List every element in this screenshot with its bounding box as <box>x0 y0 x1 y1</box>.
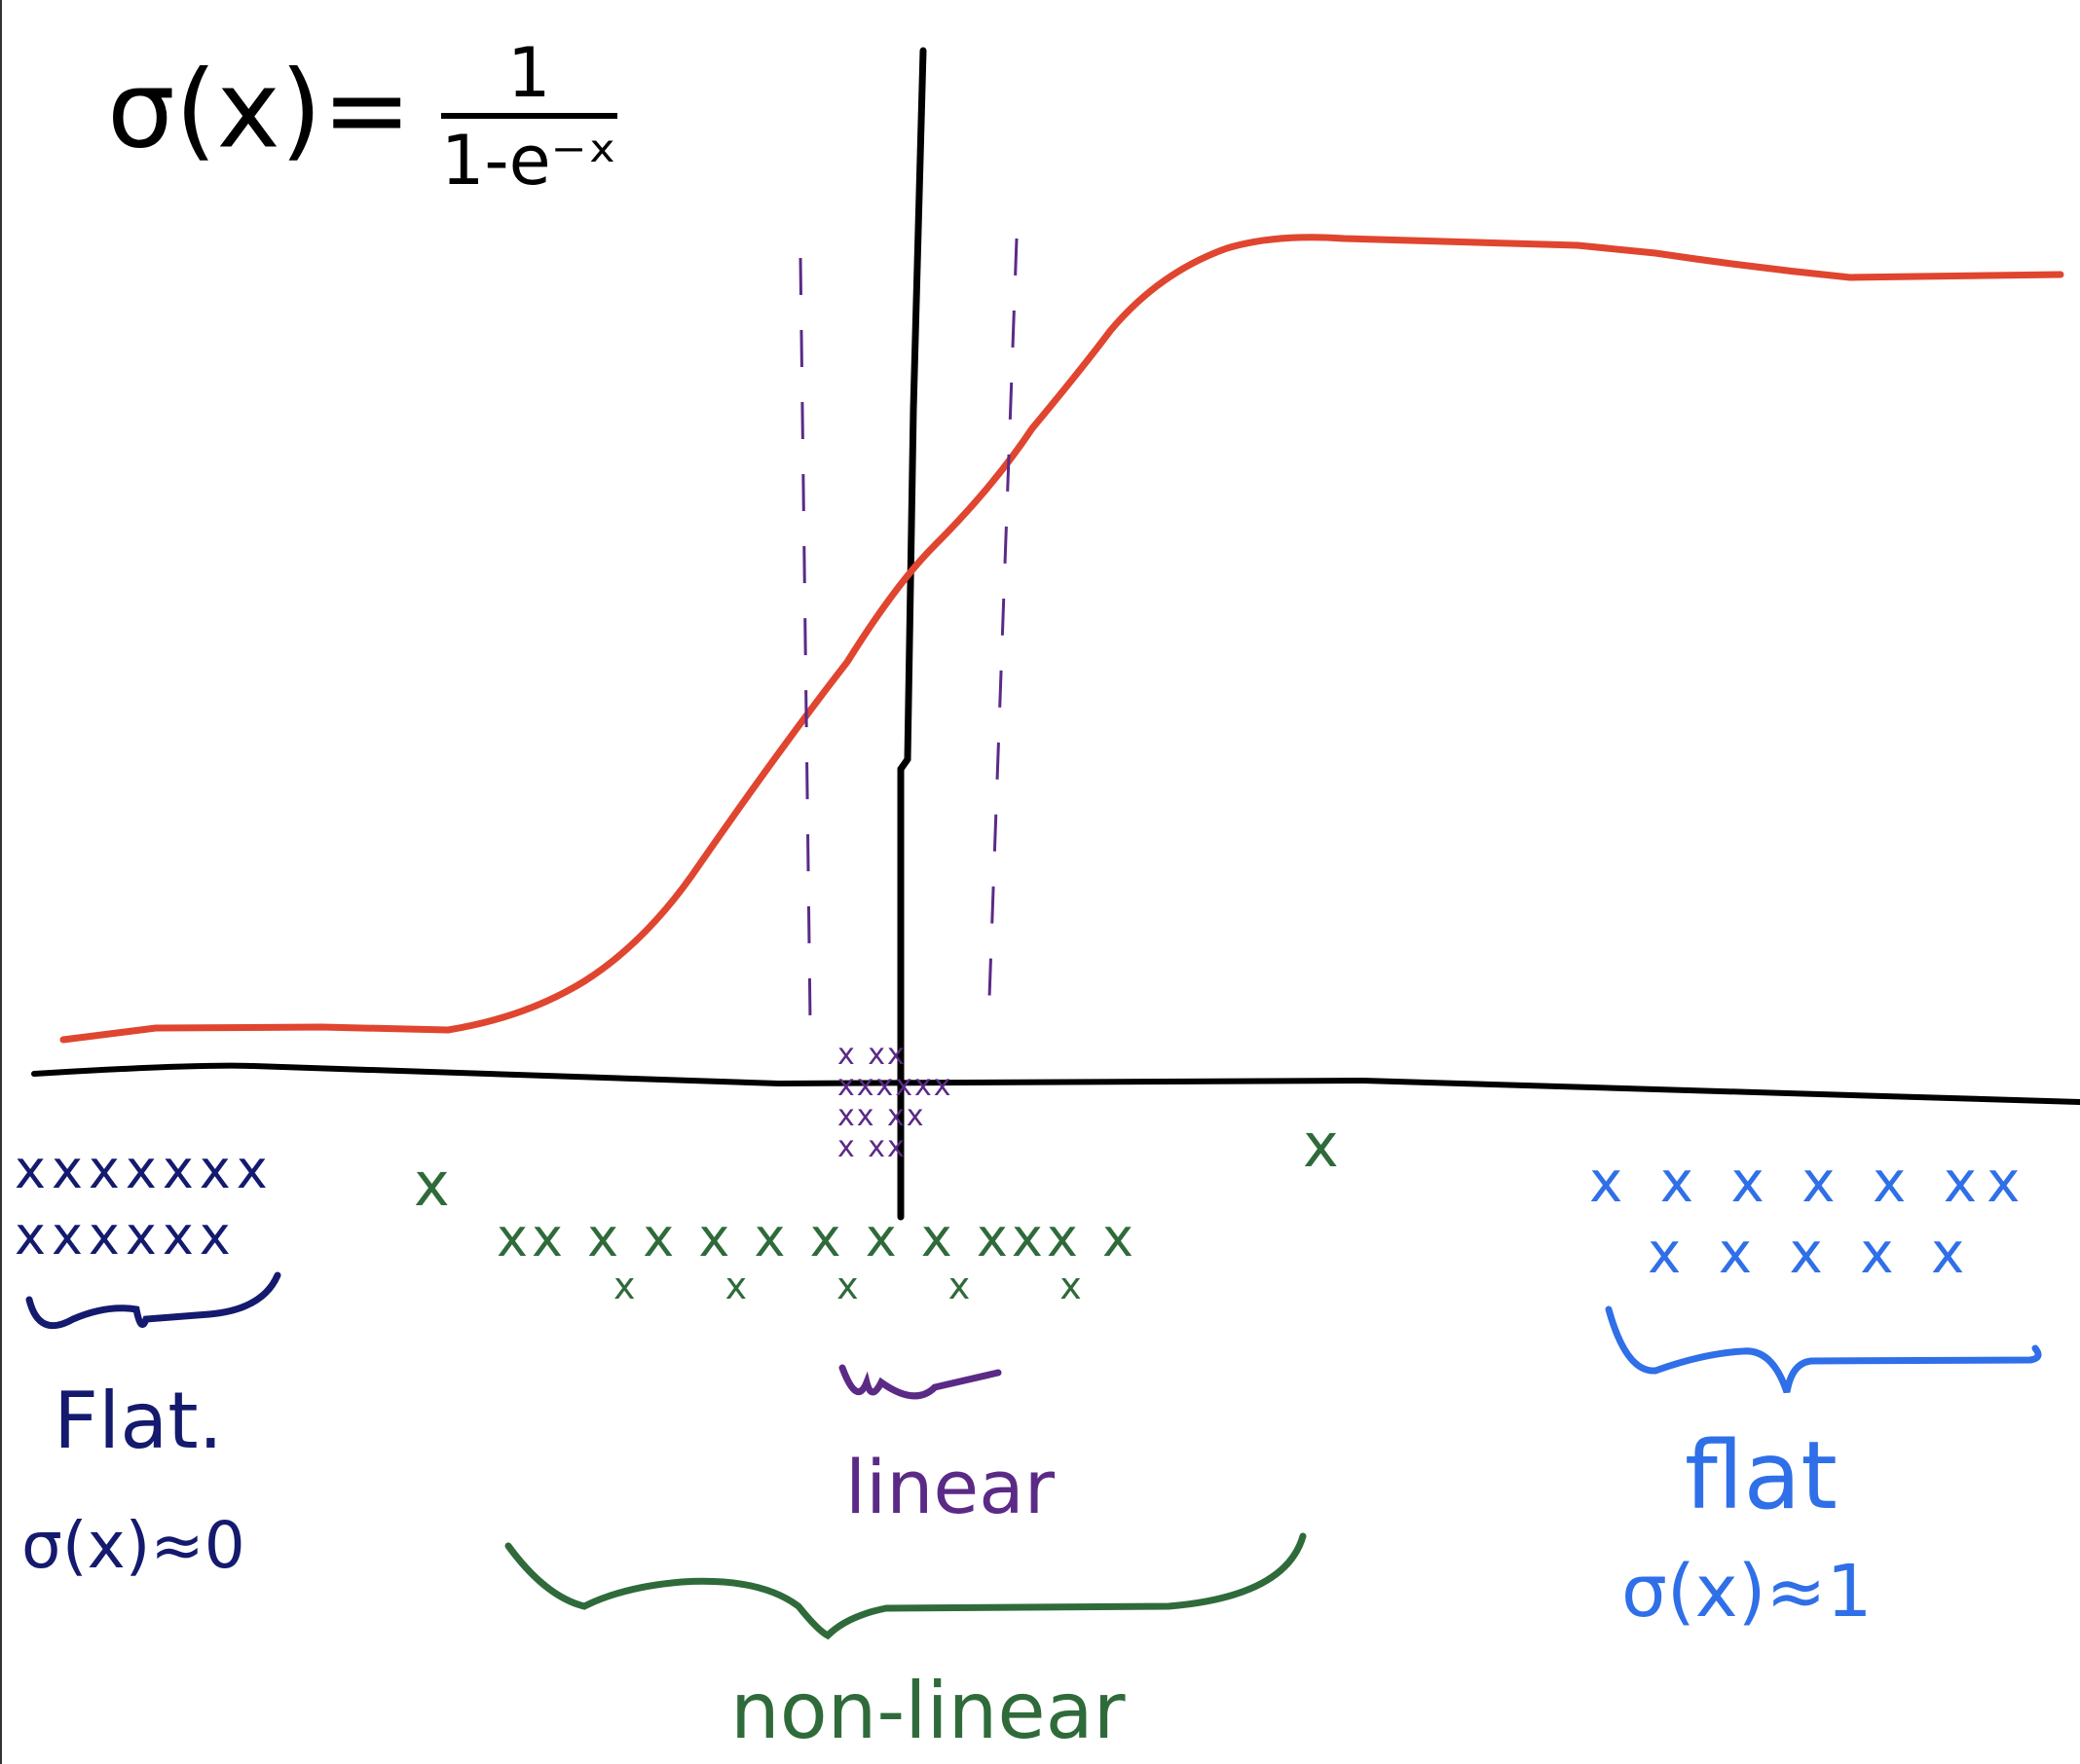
x-axis <box>31 1062 2080 1105</box>
formula-numerator: 1 <box>440 39 617 119</box>
middle-region-title: non-linear <box>730 1666 1126 1756</box>
marks-row: xxxxxx <box>15 1204 237 1267</box>
canvas-border <box>0 0 2 1764</box>
marks-row: xx xx <box>837 1099 926 1133</box>
left-region-title: Flat. <box>54 1376 224 1466</box>
formula-lhs: σ(x)= <box>107 47 412 172</box>
middle-marks-a: x <box>414 1149 456 1220</box>
center-marks: x xx xxxxxx xx xx x xx <box>837 1040 953 1162</box>
right-region-title: flat <box>1685 1421 1838 1530</box>
center-region-title: linear <box>845 1444 1055 1530</box>
middle-marks-row: xx x x x x x x x xxx x <box>497 1207 1137 1268</box>
marks-row: x xx <box>837 1129 907 1164</box>
marks-row: x x x x x <box>1648 1219 1975 1286</box>
right-marks: x x x x x xx x x x x x <box>1589 1147 2029 1288</box>
marks-row: x x x x x xx <box>1589 1149 2030 1215</box>
y-axis <box>897 47 927 1221</box>
middle-marks-b: x <box>1303 1110 1345 1181</box>
curly-brace-icon <box>838 1364 1002 1400</box>
linear-bound-left <box>799 257 812 1023</box>
curly-brace-icon <box>1605 1305 2042 1394</box>
left-marks: xxxxxxx xxxxxx <box>15 1137 274 1268</box>
right-region-value: σ(x)≈1 <box>1621 1550 1873 1634</box>
marks-row: x xx <box>837 1038 907 1072</box>
middle-marks-row: x x x x x <box>613 1265 1121 1307</box>
curly-brace-icon <box>504 1532 1307 1640</box>
curly-brace-icon <box>25 1271 281 1330</box>
linear-bound-right <box>987 238 1019 999</box>
marks-row: xxxxxx <box>837 1068 953 1103</box>
formula-denominator: 1-e⁻ˣ <box>440 121 617 201</box>
marks-row: xxxxxxx <box>15 1139 274 1200</box>
sigmoid-curve <box>59 234 2064 1044</box>
left-region-value: σ(x)≈0 <box>21 1508 245 1583</box>
